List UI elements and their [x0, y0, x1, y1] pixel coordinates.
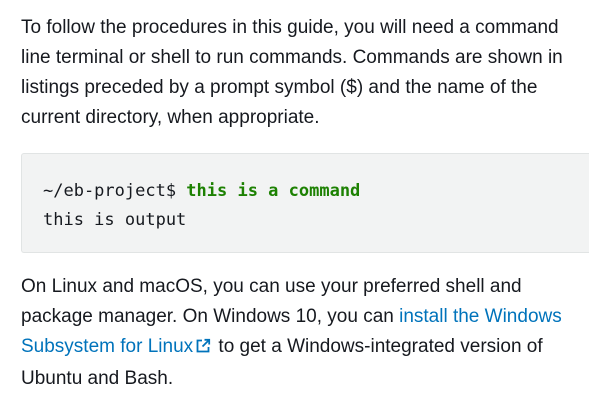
code-output-line: this is output [43, 210, 187, 230]
code-prompt: ~/eb-project$ [43, 181, 187, 201]
code-command-line: ~/eb-project$ this is a command [43, 177, 589, 206]
outro-text-after: to get a Windows-integrated version of U… [21, 336, 543, 389]
outro-text-before: On Linux and macOS, you can use your pre… [21, 276, 522, 327]
wsl-install-link[interactable]: install the Windows Subsystem for Linux [21, 306, 562, 357]
intro-paragraph: To follow the procedures in this guide, … [21, 17, 563, 128]
code-command: this is a command [186, 181, 361, 201]
external-link-icon[interactable] [195, 334, 211, 364]
outro-paragraph: On Linux and macOS, you can use your pre… [21, 272, 587, 394]
code-listing: ~/eb-project$ this is a command this is … [21, 153, 589, 253]
